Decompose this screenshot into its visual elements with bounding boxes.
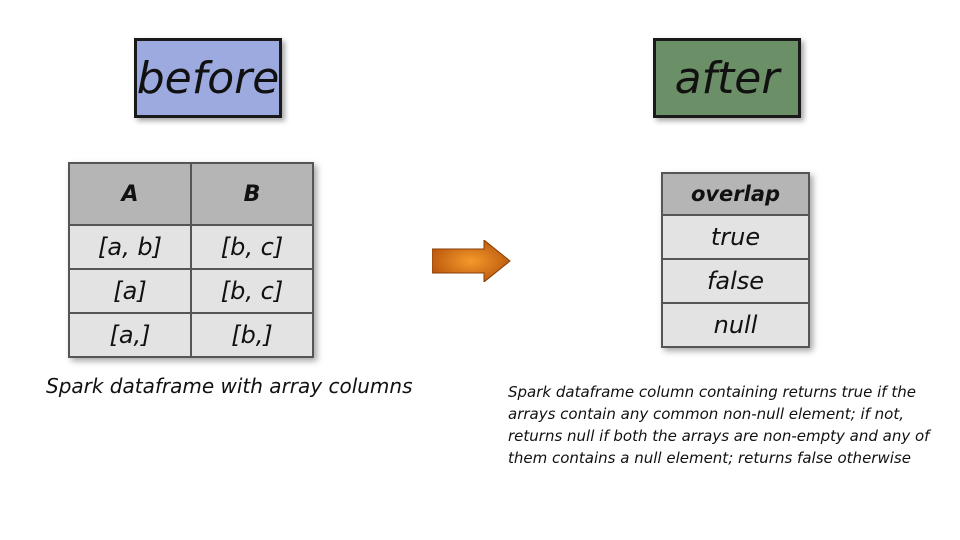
table-cell: [a, b] [68,224,192,270]
table-cell: true [661,214,810,260]
table-row: [a,] [b,] [68,312,314,358]
table-header-row: A B [68,162,314,226]
right-arrow-icon [432,240,511,282]
before-caption: Spark dataframe with array columns [46,374,413,398]
table-cell: [b, c] [190,268,314,314]
table-row: null [661,302,810,348]
after-table: overlap true false null [661,172,810,348]
before-label: before [134,38,282,118]
before-table: A B [a, b] [b, c] [a] [b, c] [a,] [b,] [68,162,314,358]
table-cell: [a] [68,268,192,314]
table-row: false [661,258,810,304]
after-caption: Spark dataframe column containing return… [508,383,930,467]
table-header-row: overlap [661,172,810,216]
table-row: true [661,214,810,260]
table-row: [a, b] [b, c] [68,224,314,270]
table-cell: [b, c] [190,224,314,270]
table-cell: [b,] [190,312,314,358]
table-cell: false [661,258,810,304]
column-header-overlap: overlap [661,172,810,216]
column-header-b: B [190,162,314,226]
column-header-a: A [68,162,192,226]
table-cell: [a,] [68,312,192,358]
table-cell: null [661,302,810,348]
after-label: after [653,38,801,118]
table-row: [a] [b, c] [68,268,314,314]
